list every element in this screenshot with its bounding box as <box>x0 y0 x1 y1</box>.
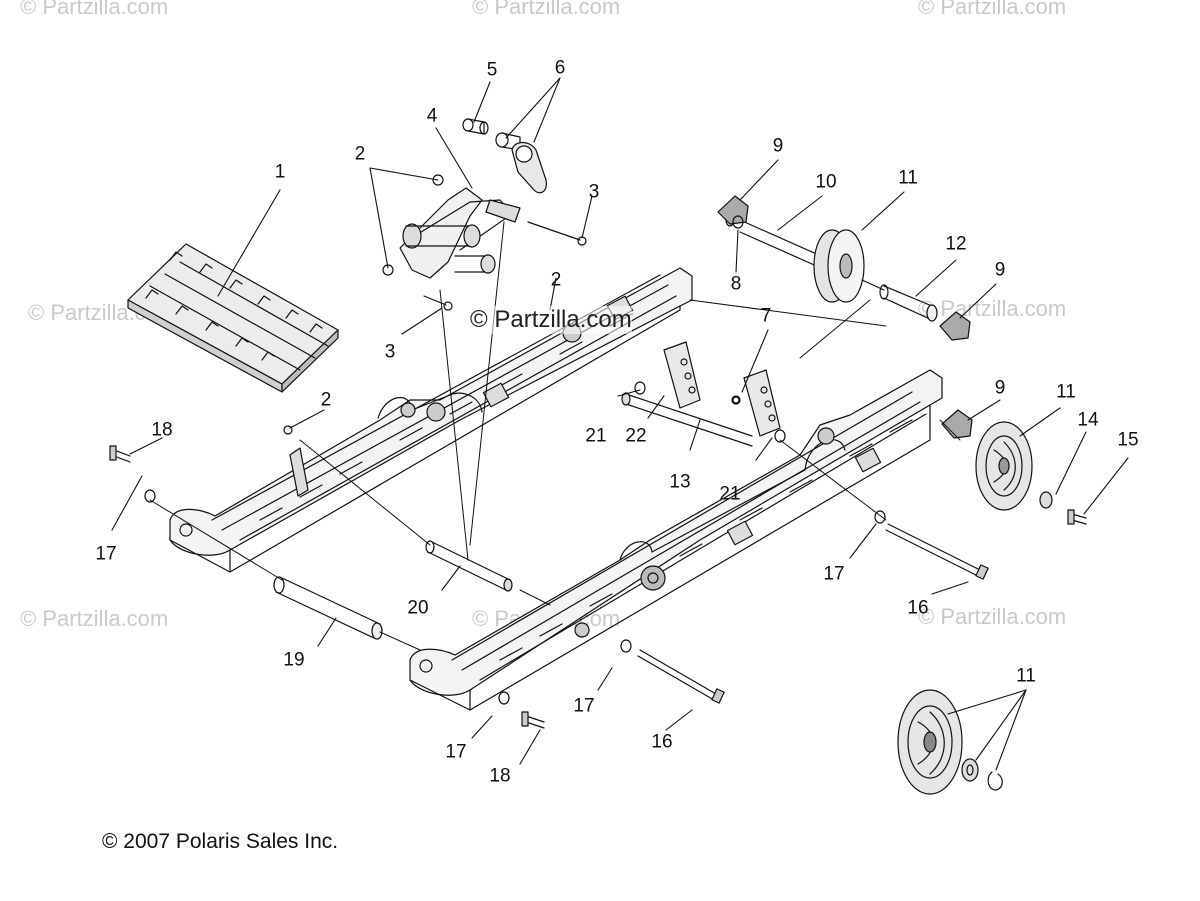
oring-part <box>732 215 744 229</box>
bushing-part <box>495 132 547 194</box>
callout-label: 17 <box>573 695 595 717</box>
callout-label: 16 <box>907 597 929 619</box>
watermark: © Partzilla.com <box>918 604 1067 629</box>
center-watermark: © Partzilla.com <box>470 306 632 334</box>
callout-label: 10 <box>815 171 837 193</box>
callout-label: 21 <box>585 425 607 447</box>
callout-label: 2 <box>550 269 562 291</box>
callout-label: 7 <box>760 305 772 327</box>
axle-wheel-part <box>725 213 938 322</box>
callout-label: 2 <box>320 389 332 411</box>
washer-part <box>1039 491 1053 509</box>
nut-part <box>283 425 293 435</box>
callout-label: 20 <box>407 597 429 619</box>
callout-label: 4 <box>426 105 438 127</box>
callout-label: 19 <box>283 649 305 671</box>
watermark: © Partzilla.com <box>20 606 169 631</box>
bolt-part <box>1067 509 1087 525</box>
washer-part <box>874 510 886 524</box>
callout-label: 1 <box>274 161 286 183</box>
left-rail-part <box>169 267 693 573</box>
shaft-part <box>425 540 513 592</box>
bolt-part <box>109 445 545 729</box>
callout-label: 9 <box>994 259 1006 281</box>
arm-bracket-part <box>382 174 521 279</box>
callout-label: 21 <box>719 483 741 505</box>
callout-label: 18 <box>489 765 511 787</box>
shaft-part <box>273 576 383 640</box>
end-cap-part <box>717 195 973 439</box>
callout-label: 3 <box>384 341 396 363</box>
idler-wheel-part <box>897 689 1003 795</box>
callout-label: 3 <box>588 181 600 203</box>
callout-label: 6 <box>554 57 566 79</box>
callout-label: 22 <box>625 425 647 447</box>
watermark: © Partzilla.com <box>20 0 169 19</box>
callout-label: 9 <box>994 377 1006 399</box>
callout-label: 11 <box>1056 381 1076 403</box>
track-assembly-part <box>127 243 339 393</box>
nut-part <box>731 395 741 405</box>
copyright-text: © 2007 Polaris Sales Inc. <box>102 830 339 853</box>
right-rail-part <box>409 369 943 711</box>
callout-label: 14 <box>1077 409 1099 431</box>
callout-label: 18 <box>151 419 173 441</box>
idler-wheel-part <box>975 421 1033 511</box>
callout-label: 11 <box>1016 665 1036 687</box>
callout-label: 5 <box>486 59 498 81</box>
callout-label: 11 <box>898 167 918 189</box>
callout-label: 2 <box>354 143 366 165</box>
callout-label: 15 <box>1117 429 1139 451</box>
watermark: © Partzilla.com <box>918 0 1067 19</box>
callout-label: 16 <box>651 731 673 753</box>
bolt-part <box>637 523 989 704</box>
callout-label: 17 <box>95 543 117 565</box>
callout-label: 12 <box>945 233 967 255</box>
shock-bracket-part <box>621 341 786 447</box>
washer-part <box>498 691 510 705</box>
callout-label: 9 <box>772 135 784 157</box>
watermark: © Partzilla.com <box>472 0 621 19</box>
callout-label: 13 <box>669 471 691 493</box>
watermark: © Partzilla.com <box>918 296 1067 321</box>
bolt-part <box>423 295 447 306</box>
callout-label: 17 <box>823 563 845 585</box>
callout-label: 8 <box>730 273 742 295</box>
pin-part <box>462 118 489 135</box>
washer-part <box>144 489 156 503</box>
washer-part <box>620 639 632 653</box>
callout-label: 17 <box>445 741 467 763</box>
bolt-part <box>527 221 581 241</box>
